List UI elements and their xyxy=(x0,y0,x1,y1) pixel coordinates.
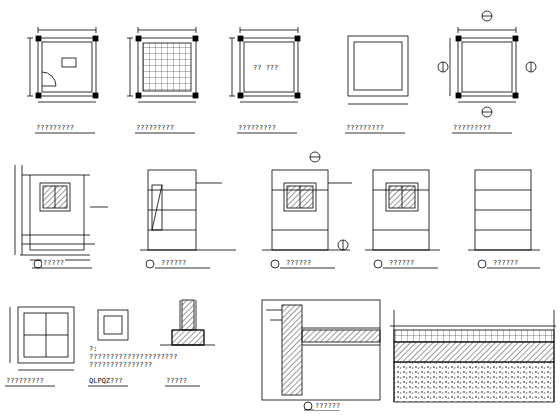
note-text: ??????????????? xyxy=(88,361,153,369)
plan-title: ????????? xyxy=(237,124,277,132)
room-label: ?? ??? xyxy=(252,64,279,72)
note-text: ?: xyxy=(88,345,98,353)
note-text: ????????????????????? xyxy=(88,353,179,361)
detail-title: ????? xyxy=(165,377,188,385)
plan-title: ????????? xyxy=(452,124,492,132)
plan-title: ????????? xyxy=(135,124,175,132)
elevation-title: ?????? xyxy=(160,259,187,267)
detail-title: ????????? xyxy=(5,377,45,385)
elevation-title: ?????? xyxy=(388,259,415,267)
plan-title: ????????? xyxy=(345,124,385,132)
elevation-title: ?????? xyxy=(285,259,312,267)
detail-title: QLPQZ??? xyxy=(88,377,124,385)
elevation-title: ????? xyxy=(42,259,65,267)
detail-title: ?????? xyxy=(314,402,341,410)
elevation-title: ?????? xyxy=(492,259,519,267)
plan-title: ????????? xyxy=(35,124,75,132)
